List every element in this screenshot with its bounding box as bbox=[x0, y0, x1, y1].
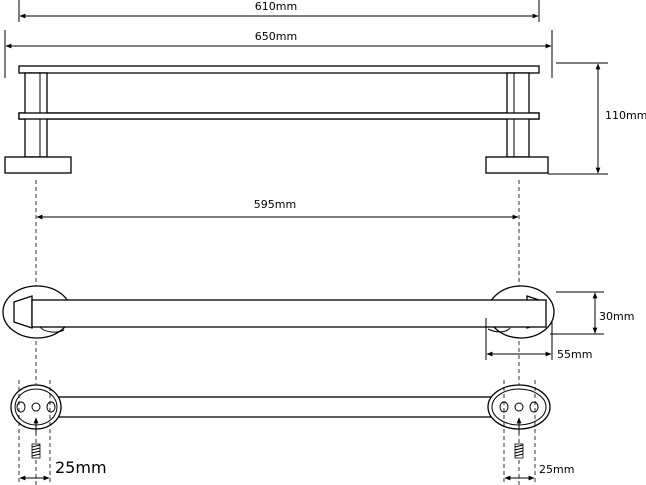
top-bar bbox=[18, 65, 540, 74]
dimension-mount-left: 25mm bbox=[19, 458, 107, 481]
label-mount-left: 25mm bbox=[55, 458, 107, 477]
label-mount-right: 25mm bbox=[539, 463, 574, 476]
left-bracket-arm bbox=[13, 295, 33, 329]
dimension-center-distance: 595mm bbox=[36, 198, 519, 220]
left-wall-plate bbox=[4, 156, 72, 174]
bottom-view: 25mm 25mm bbox=[10, 380, 574, 485]
dimension-bracket-height: 30mm bbox=[550, 291, 634, 335]
dimension-projection: 55mm bbox=[485, 318, 592, 361]
top-view: 30mm 55mm bbox=[2, 285, 634, 361]
label-center-distance: 595mm bbox=[254, 198, 296, 211]
right-screw-hole-3 bbox=[529, 401, 539, 413]
label-bracket-height: 30mm bbox=[599, 310, 634, 323]
towel-bar-bottom-view bbox=[47, 396, 495, 418]
right-screw-icon bbox=[514, 417, 524, 459]
left-screw-icon bbox=[31, 417, 41, 459]
label-overall-width: 650mm bbox=[255, 30, 297, 43]
dimension-mount-right: 25mm bbox=[504, 463, 574, 481]
left-screw-hole-2 bbox=[31, 402, 41, 412]
right-wall-plate bbox=[485, 156, 549, 174]
front-view: 610mm 650mm 110mm bbox=[4, 0, 646, 175]
label-height: 110mm bbox=[605, 109, 646, 122]
dimension-height: 110mm bbox=[548, 62, 646, 175]
left-screw-hole-1 bbox=[16, 401, 26, 413]
label-top-width: 610mm bbox=[255, 0, 297, 13]
label-projection: 55mm bbox=[557, 348, 592, 361]
dimension-top-width: 610mm bbox=[18, 0, 540, 22]
left-screw-hole-3 bbox=[46, 401, 56, 413]
right-screw-hole-2 bbox=[514, 402, 524, 412]
towel-bar-top-view bbox=[31, 299, 547, 328]
dimension-overall-width: 650mm bbox=[4, 30, 553, 78]
